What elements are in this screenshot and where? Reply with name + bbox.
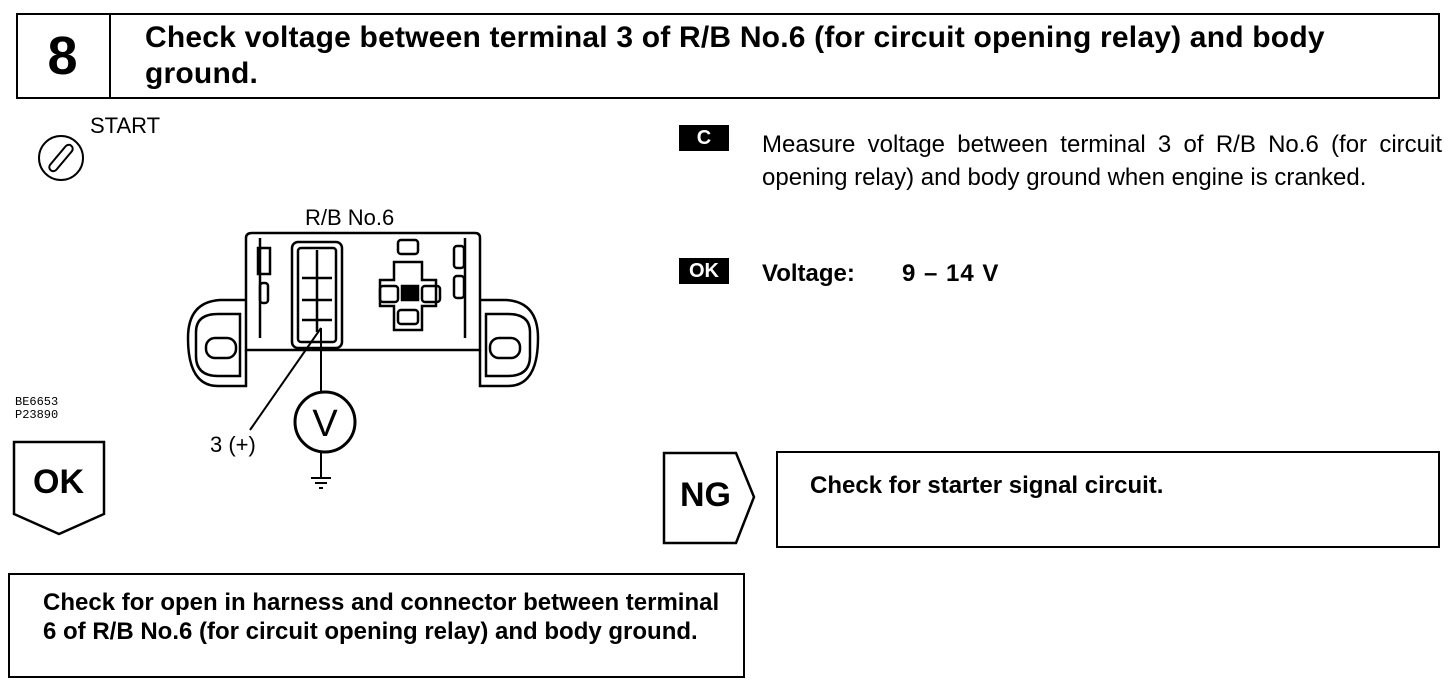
voltmeter-icon: [293, 390, 357, 454]
ok-badge: OK: [679, 258, 729, 284]
step-number: 8: [16, 13, 111, 99]
relay-block-label: R/B No.6: [305, 205, 395, 230]
start-label: START: [90, 113, 161, 138]
measure-instruction: Measure voltage between terminal 3 of R/…: [762, 131, 1442, 191]
ng-arrow-icon: [662, 451, 756, 545]
relay-block-diagram: V: [186, 231, 540, 489]
voltmeter-symbol: V: [312, 403, 338, 445]
reference-codes: BE6653 P23890: [15, 396, 58, 422]
ignition-key-icon: [38, 135, 84, 181]
step-title: Check voltage between terminal 3 of R/B …: [145, 21, 1325, 90]
check-badge: C: [679, 125, 729, 151]
step-header: [16, 13, 1440, 99]
ng-action-text: Check for starter signal circuit.: [810, 472, 1164, 499]
ok-action-text: Check for open in harness and connector …: [43, 589, 720, 645]
ng-action-box: [776, 451, 1440, 548]
ok-arrow-icon: [12, 440, 106, 536]
voltage-label: Voltage:: [762, 260, 855, 287]
ref-code-2: P23890: [15, 408, 59, 422]
ng-label: NG: [680, 476, 731, 514]
terminal-label: 3 (+): [210, 432, 256, 457]
ok-label: OK: [33, 463, 84, 501]
voltage-value: 9 – 14 V: [902, 260, 1000, 287]
ref-code-1: BE6653: [15, 395, 59, 409]
ok-action-box: [8, 573, 745, 678]
